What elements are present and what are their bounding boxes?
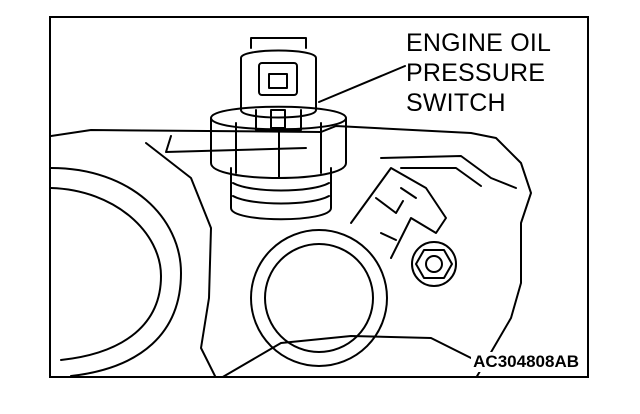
switch-label-line-1: ENGINE OIL <box>406 29 552 57</box>
engine-block-right-ledge-inner <box>400 167 482 187</box>
switch-label: ENGINE OIL PRESSURE SWITCH <box>406 28 551 118</box>
engine-block-upper-edge <box>165 135 307 153</box>
engine-illustration <box>51 37 532 376</box>
switch-thread-line-1 <box>232 182 330 192</box>
connector-bracket <box>350 167 447 259</box>
connector-bracket-detail-3 <box>380 232 397 241</box>
figure-id: AC304808AB <box>471 352 581 372</box>
engine-block-right-ledge <box>380 155 517 189</box>
bolt-center <box>425 255 443 273</box>
engine-block-outline <box>51 125 532 376</box>
switch-thread-line-2 <box>232 195 330 205</box>
switch-label-line-3: SWITCH <box>406 89 506 117</box>
bolt-washer <box>411 241 457 287</box>
switch-thread-base <box>230 167 332 221</box>
engine-block-lower-edge <box>222 335 472 376</box>
connector-bracket-detail-2 <box>400 187 417 199</box>
bolt-head <box>415 249 453 279</box>
switch-connector-tab <box>270 109 286 129</box>
cylinder-bore-inner <box>51 187 162 361</box>
switch-connector-housing <box>240 49 317 119</box>
label-leader-line <box>318 65 406 103</box>
boss-inner <box>264 243 374 353</box>
engine-block-left-edge <box>145 142 217 376</box>
diagram-frame: ENGINE OIL PRESSURE SWITCH AC304808AB <box>49 16 589 378</box>
cylinder-bore-outer <box>51 167 182 376</box>
switch-connector-neck <box>255 109 302 131</box>
switch-hex-body <box>210 105 347 179</box>
switch-connector-latch <box>250 37 307 49</box>
switch-terminal-slot <box>268 73 288 89</box>
switch-terminal-window <box>258 62 298 96</box>
switch-label-line-2: PRESSURE <box>406 59 546 87</box>
boss-outer <box>250 229 388 367</box>
connector-bracket-detail-1 <box>375 197 404 214</box>
